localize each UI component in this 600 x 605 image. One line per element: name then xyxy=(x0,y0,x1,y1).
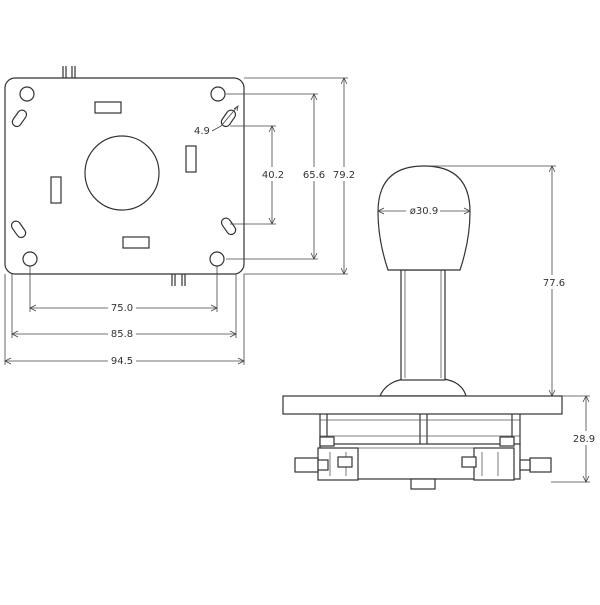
dim-label-79-2: 79.2 xyxy=(333,170,355,181)
body-frame xyxy=(319,414,521,445)
shaft xyxy=(400,269,446,381)
slot-top-left xyxy=(11,109,28,128)
dim-label-65-6: 65.6 xyxy=(303,170,325,181)
dim-85-8: 85.8 xyxy=(11,274,237,340)
dim-label-ball-diameter: ø30.9 xyxy=(410,206,438,217)
slot-bottom-left xyxy=(10,220,27,239)
hole-top-right xyxy=(210,86,226,102)
ball-top xyxy=(377,165,471,271)
top-pins xyxy=(62,66,76,78)
dim-4-9: 4.9 xyxy=(194,105,239,137)
dim-94-5: 94.5 xyxy=(4,274,245,367)
window-top xyxy=(94,101,122,114)
dim-ball-diameter: ø30.9 xyxy=(377,204,471,217)
dim-79-2: 79.2 xyxy=(244,77,356,275)
window-right xyxy=(185,145,197,173)
dim-65-6: 65.6 xyxy=(226,93,326,260)
slot-bottom-right xyxy=(220,217,237,236)
dim-label-4-9: 4.9 xyxy=(194,126,210,137)
top-view: 40.2 65.6 79.2 4.9 xyxy=(4,66,356,367)
center-hole xyxy=(84,135,160,211)
terminal-tabs xyxy=(294,456,552,473)
dim-label-40-2: 40.2 xyxy=(262,170,284,181)
side-view: ø30.9 xyxy=(282,165,600,490)
bottom-pin xyxy=(410,478,436,490)
slot-top-right xyxy=(220,109,237,128)
dim-label-94-5: 94.5 xyxy=(111,356,133,367)
bottom-pins xyxy=(171,274,186,286)
dim-40-2: 40.2 xyxy=(230,125,284,225)
window-left xyxy=(50,176,62,204)
window-bottom xyxy=(122,236,150,249)
collar xyxy=(379,378,467,397)
dim-28-9: 28.9 xyxy=(551,395,600,483)
switch-right xyxy=(473,447,515,481)
mounting-plate xyxy=(4,77,245,275)
dim-label-85-8: 85.8 xyxy=(111,329,133,340)
dim-label-28-9: 28.9 xyxy=(573,434,595,445)
hole-bottom-left xyxy=(22,251,38,267)
side-mounting-plate xyxy=(282,395,563,415)
dim-77-6: 77.6 xyxy=(430,165,570,397)
dim-label-77-6: 77.6 xyxy=(543,278,565,289)
dim-75-0: 75.0 xyxy=(29,266,218,314)
hole-top-left xyxy=(19,86,35,102)
hole-bottom-right xyxy=(209,251,225,267)
dim-label-75-0: 75.0 xyxy=(111,303,133,314)
